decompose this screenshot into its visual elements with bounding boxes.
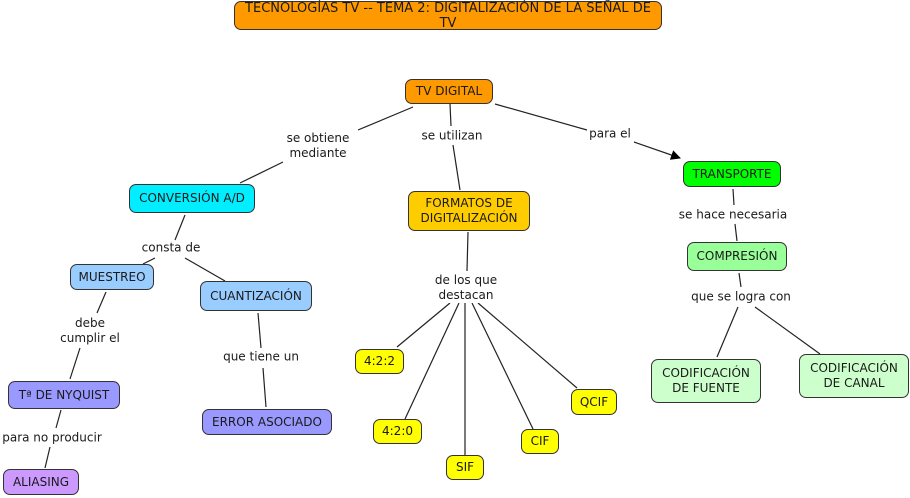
link-label-consta-de: consta de bbox=[139, 240, 203, 256]
line-tv-to-obtiene bbox=[357, 106, 414, 131]
line-muestreo-to-debe bbox=[96, 291, 107, 314]
node-format-qcif[interactable]: QCIF bbox=[571, 389, 617, 415]
link-label-para-no-producir: para no producir bbox=[0, 430, 104, 446]
node-format-422[interactable]: 4:2:2 bbox=[355, 349, 404, 374]
line-cuantizacion-to-quetiene bbox=[257, 312, 262, 349]
line-transporte-to-sehace bbox=[732, 188, 735, 206]
line-parael-to-transporte bbox=[633, 141, 681, 160]
line-conversion-to-consta bbox=[174, 214, 186, 241]
line-consta-to-cuantizacion bbox=[184, 257, 226, 282]
node-codificacion-fuente[interactable]: CODIFICACIÓN DE FUENTE bbox=[651, 359, 761, 403]
node-muestreo[interactable]: MUESTREO bbox=[70, 264, 154, 290]
line-tv-to-utilizan bbox=[449, 103, 452, 127]
line-delosque-to-422 bbox=[396, 302, 451, 348]
node-codificacion-canal[interactable]: CODIFICACIÓN DE CANAL bbox=[799, 354, 909, 398]
line-tv-to-parael bbox=[494, 103, 588, 131]
line-obtiene-to-conversion bbox=[239, 161, 284, 184]
link-label-de-los-que: de los que destacan bbox=[432, 273, 500, 303]
line-delosque-to-cif bbox=[471, 302, 534, 430]
line-debe-to-nyquist bbox=[69, 347, 81, 380]
line-formatos-to-delosque bbox=[466, 231, 469, 272]
link-label-se-hace-necesaria: se hace necesaria bbox=[676, 207, 790, 223]
node-transporte[interactable]: TRANSPORTE bbox=[683, 161, 781, 187]
node-compresion[interactable]: COMPRESIÓN bbox=[687, 242, 787, 271]
node-error-asociado[interactable]: ERROR ASOCIADO bbox=[202, 409, 332, 435]
line-quesefogra-to-fuente bbox=[716, 306, 739, 358]
link-label-que-tiene-un: que tiene un bbox=[221, 349, 301, 365]
line-compresion-to-quesefogra bbox=[738, 272, 742, 288]
link-label-se-utilizan: se utilizan bbox=[419, 128, 485, 144]
line-sehace-to-compresion bbox=[734, 223, 738, 242]
node-conversion-ad[interactable]: CONVERSIÓN A/D bbox=[129, 184, 255, 213]
link-label-se-obtiene: se obtiene mediante bbox=[284, 131, 352, 161]
node-nyquist[interactable]: Tª DE NYQUIST bbox=[8, 381, 120, 409]
link-label-que-se-logra: que se logra con bbox=[689, 289, 793, 305]
line-consta-to-muestreo bbox=[142, 257, 156, 265]
node-format-420[interactable]: 4:2:0 bbox=[373, 419, 422, 444]
line-quesefogra-to-canal bbox=[754, 306, 821, 355]
node-cuantizacion[interactable]: CUANTIZACIÓN bbox=[200, 281, 312, 311]
node-tv-digital[interactable]: TV DIGITAL bbox=[405, 79, 493, 104]
link-label-para-el: para el bbox=[587, 126, 633, 142]
line-utilizan-to-formatos bbox=[452, 144, 461, 191]
line-delosque-to-420 bbox=[404, 302, 460, 420]
node-format-sif[interactable]: SIF bbox=[446, 455, 484, 480]
title-node[interactable]: TECNOLOGÍAS TV -- TEMA 2: DIGITALIZACIÓN… bbox=[234, 1, 662, 31]
line-parano-to-aliasing bbox=[44, 446, 51, 469]
link-label-debe-cumplir: debe cumplir el bbox=[58, 316, 122, 346]
line-delosque-to-qcif bbox=[477, 302, 578, 389]
node-format-cif[interactable]: CIF bbox=[521, 429, 559, 454]
node-formatos-digitalizacion[interactable]: FORMATOS DE DIGITALIZACIÓN bbox=[408, 191, 530, 231]
line-nyquist-to-parano bbox=[55, 409, 62, 429]
line-quetiene-to-error bbox=[262, 367, 267, 408]
node-aliasing[interactable]: ALIASING bbox=[3, 469, 79, 495]
